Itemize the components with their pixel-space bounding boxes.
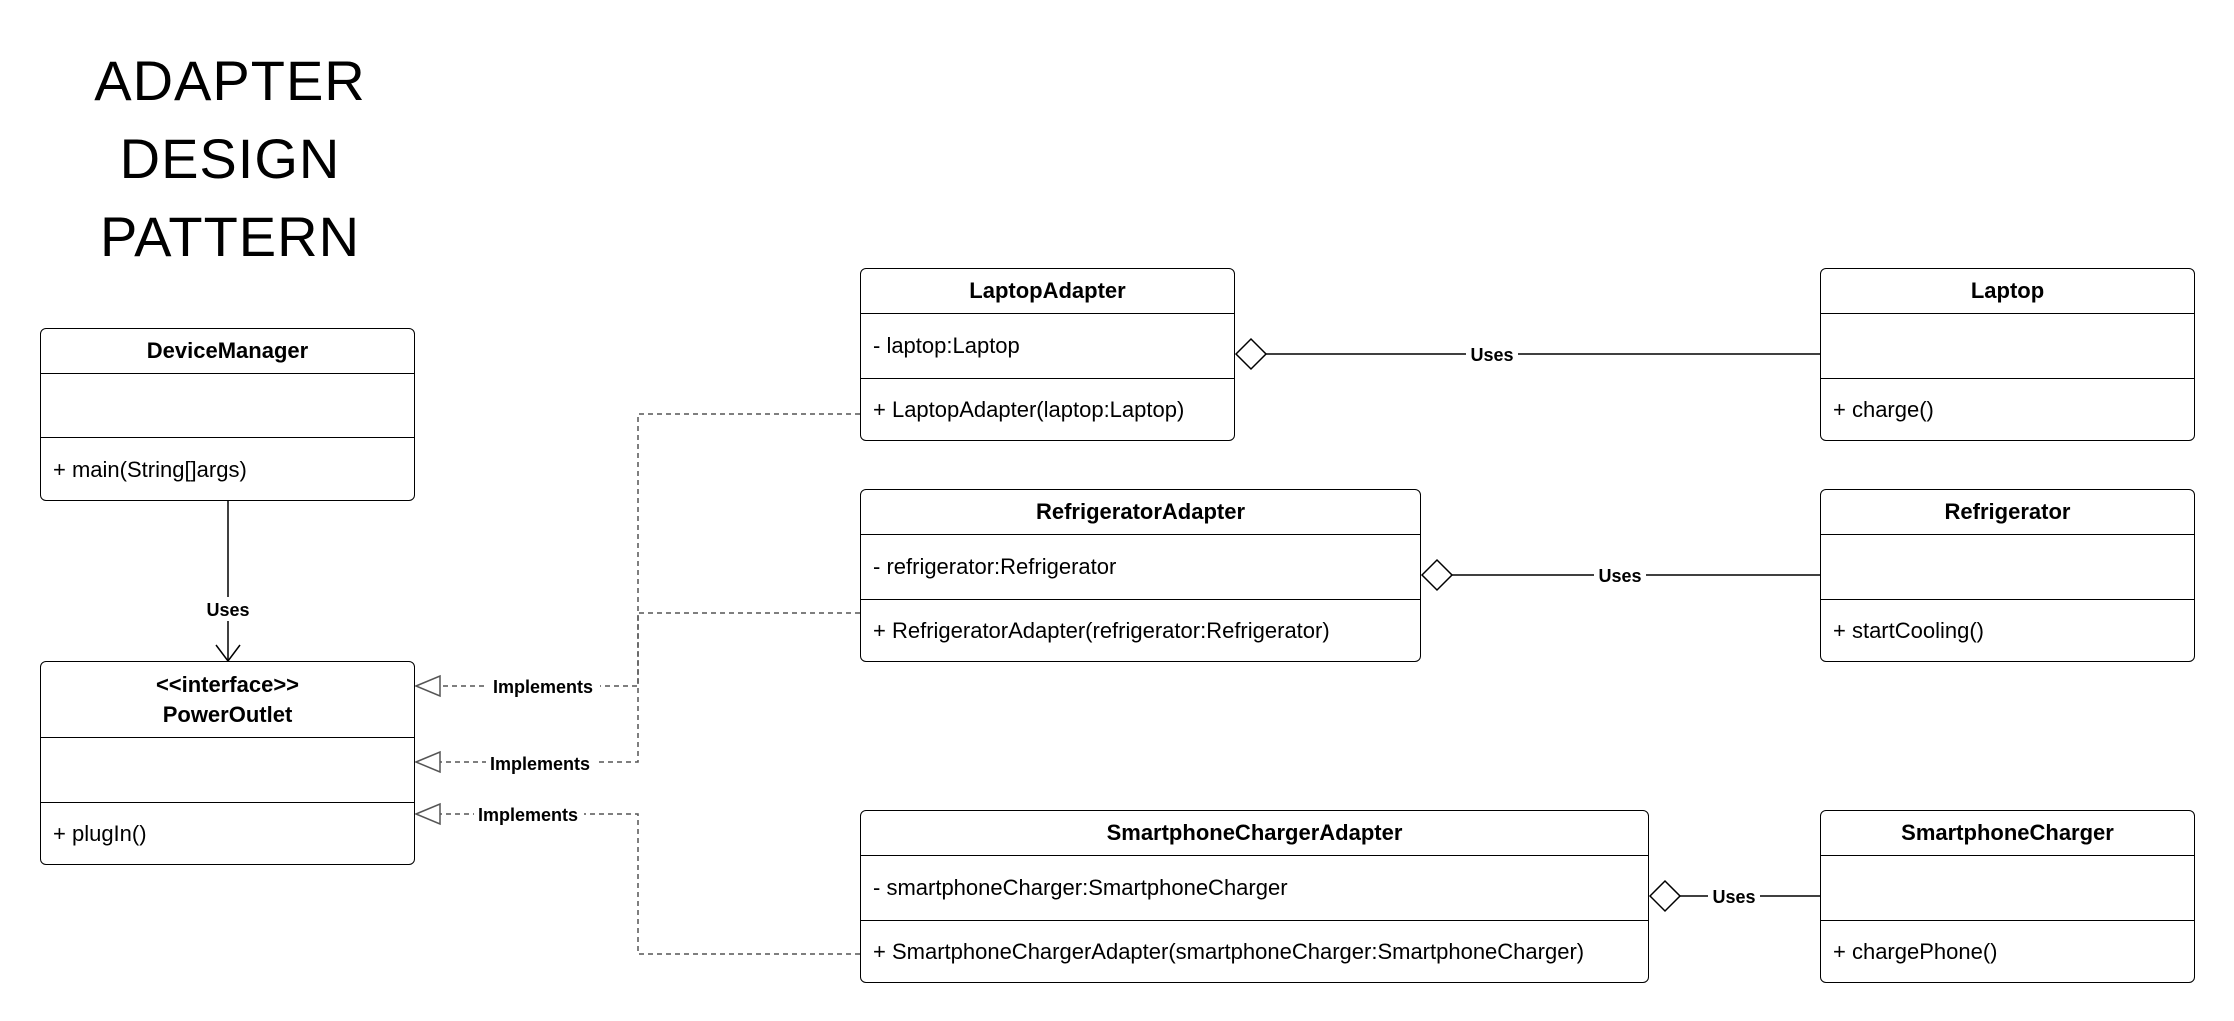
class-name-laptopadapter: LaptopAdapter bbox=[861, 269, 1234, 314]
class-name-devicemanager: DeviceManager bbox=[41, 329, 414, 374]
class-operations-devicemanager: + main(String[]args) bbox=[53, 456, 247, 482]
implements-smartphonechargeradapter: Implements bbox=[414, 802, 860, 955]
uses-label-devicemanager: Uses bbox=[206, 600, 249, 620]
implements-label-smartphone: Implements bbox=[478, 805, 578, 825]
uses-laptopadapter-laptop: Uses bbox=[1234, 337, 1820, 371]
class-smartphonecharger[interactable]: SmartphoneCharger + chargePhone() bbox=[1820, 810, 2195, 983]
class-attributes-refrigeratoradapter: - refrigerator:Refrigerator bbox=[861, 535, 1420, 600]
implements-laptopadapter: Implements bbox=[414, 413, 860, 698]
class-refrigerator[interactable]: Refrigerator + startCooling() bbox=[1820, 489, 2195, 662]
class-operations-laptop: + charge() bbox=[1833, 397, 1934, 422]
class-name-laptop: Laptop bbox=[1821, 269, 2194, 314]
diagram-title: ADAPTER DESIGN PATTERN bbox=[40, 42, 420, 276]
implements-refrigeratoradapter: Implements bbox=[414, 612, 860, 775]
class-laptopadapter[interactable]: LaptopAdapter - laptop:Laptop + LaptopAd… bbox=[860, 268, 1235, 441]
class-name-refrigeratoradapter: RefrigeratorAdapter bbox=[861, 490, 1420, 535]
class-attributes-laptop bbox=[1821, 314, 2194, 379]
class-header-poweroutlet: <<interface>> PowerOutlet bbox=[41, 662, 414, 738]
class-attributes-devicemanager bbox=[41, 374, 414, 438]
class-operations-refrigerator: + startCooling() bbox=[1833, 618, 1985, 643]
class-name-smartphonechargeradapter: SmartphoneChargerAdapter bbox=[861, 811, 1648, 856]
stereotype-interface: <<interface>> bbox=[155, 671, 300, 697]
class-operations-smartphonecharger: + chargePhone() bbox=[1833, 939, 1998, 964]
uses-label-refrigerator: Uses bbox=[1598, 566, 1641, 586]
uses-devicemanager-poweroutlet: Uses bbox=[202, 501, 254, 663]
class-name-refrigerator: Refrigerator bbox=[1821, 490, 2194, 535]
class-name-poweroutlet: PowerOutlet bbox=[162, 701, 293, 727]
uses-refrigeratoradapter-refrigerator: Uses bbox=[1420, 558, 1820, 592]
uses-label-laptop: Uses bbox=[1470, 345, 1513, 365]
implements-label-refrigerator: Implements bbox=[490, 754, 590, 774]
class-devicemanager[interactable]: DeviceManager + main(String[]args) bbox=[40, 328, 415, 501]
implements-label-laptop: Implements bbox=[493, 677, 593, 697]
class-operations-refrigeratoradapter: + RefrigeratorAdapter(refrigerator:Refri… bbox=[873, 618, 1330, 643]
title-line-2: DESIGN bbox=[119, 127, 341, 190]
class-operations-poweroutlet: + plugIn() bbox=[53, 821, 147, 846]
class-smartphonechargeradapter[interactable]: SmartphoneChargerAdapter - smartphoneCha… bbox=[860, 810, 1649, 983]
class-attributes-refrigerator bbox=[1821, 535, 2194, 600]
class-poweroutlet[interactable]: <<interface>> PowerOutlet + plugIn() bbox=[40, 661, 415, 865]
class-attributes-smartphonechargeradapter: - smartphoneCharger:SmartphoneCharger bbox=[861, 856, 1648, 921]
uses-smartphonechargeradapter-smartphonecharger: Uses bbox=[1648, 879, 1820, 913]
class-attributes-laptopadapter: - laptop:Laptop bbox=[861, 314, 1234, 379]
class-name-smartphonecharger: SmartphoneCharger bbox=[1821, 811, 2194, 856]
uses-label-smartphone: Uses bbox=[1712, 887, 1755, 907]
class-refrigeratoradapter[interactable]: RefrigeratorAdapter - refrigerator:Refri… bbox=[860, 489, 1421, 662]
title-line-3: PATTERN bbox=[99, 205, 361, 268]
class-operations-laptopadapter: + LaptopAdapter(laptop:Laptop) bbox=[873, 397, 1185, 422]
class-operations-smartphonechargeradapter: + SmartphoneChargerAdapter(smartphoneCha… bbox=[873, 939, 1585, 964]
class-attributes-smartphonecharger bbox=[1821, 856, 2194, 921]
title-line-1: ADAPTER bbox=[94, 49, 366, 112]
class-attributes-poweroutlet bbox=[41, 738, 414, 803]
class-laptop[interactable]: Laptop + charge() bbox=[1820, 268, 2195, 441]
